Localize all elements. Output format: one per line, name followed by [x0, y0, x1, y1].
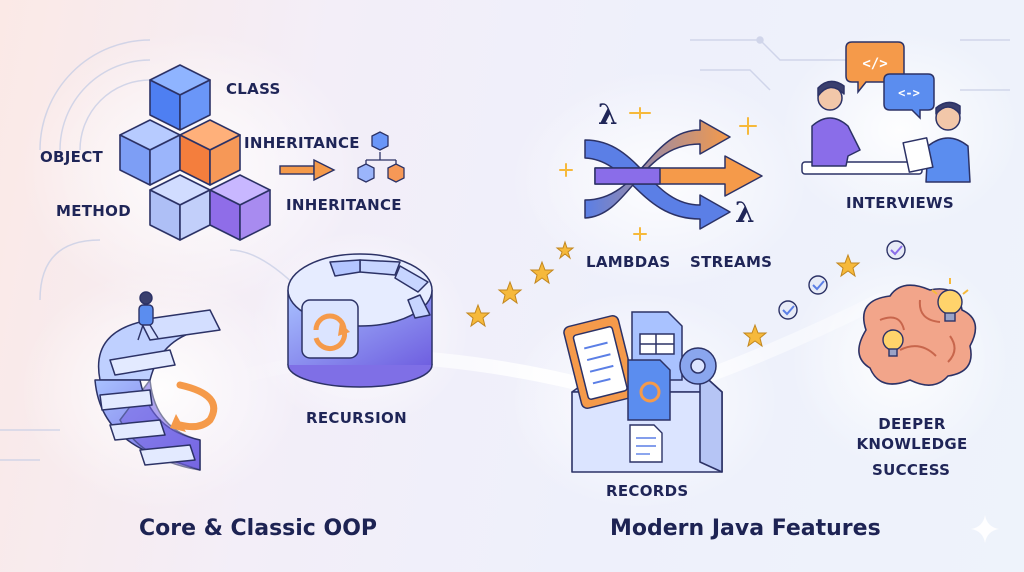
check-trail [778, 240, 906, 320]
clipboard-icon [563, 314, 637, 410]
deeper-knowledge-label: DEEPER KNOWLEDGE [856, 415, 968, 453]
inheritance-label-bottom: INHERITANCE [286, 196, 402, 214]
code-tag-text: </> [862, 56, 887, 72]
hierarchy-icon [357, 131, 405, 183]
star-icon [555, 240, 575, 260]
lambda-glyph: λ [735, 196, 755, 229]
streams-label: STREAMS [690, 253, 773, 271]
circuit-decoration [0, 36, 1010, 461]
star-icon [529, 260, 555, 285]
method-label: METHOD [56, 202, 131, 220]
chat-bubble-icon: </> <-> [845, 41, 935, 120]
sparkle-icon [971, 515, 999, 543]
recursion-spiral-icon [287, 253, 433, 388]
check-circle-icon [886, 240, 906, 260]
star-icon [742, 323, 768, 348]
lightbulb-icon [882, 278, 969, 357]
people-talking-icon [801, 80, 971, 183]
star-trail [465, 240, 861, 348]
lambdas-label: LAMBDAS [586, 253, 671, 271]
recursion-label: RECURSION [306, 409, 407, 427]
person-climbing-icon [137, 291, 159, 341]
inheritance-arrow-icon [279, 158, 336, 182]
document-icon [627, 359, 671, 421]
merging-arrows-icon [584, 119, 763, 230]
object-label: OBJECT [40, 148, 104, 166]
class-label: CLASS [226, 80, 281, 98]
spiral-staircase-icon [94, 309, 221, 471]
section-title-core-oop: Core & Classic OOP [139, 516, 378, 541]
star-icon [465, 303, 491, 328]
records-label: RECORDS [606, 482, 689, 500]
check-circle-icon [808, 275, 828, 295]
document-icon [629, 424, 663, 463]
curved-arrow-icon [170, 381, 218, 432]
interviews-label: INTERVIEWS [846, 194, 954, 212]
inheritance-label-top: INHERITANCE [244, 134, 360, 152]
cube-stack-icon [119, 64, 271, 241]
success-label: SUCCESS [872, 461, 951, 479]
star-icon [497, 280, 523, 305]
lambda-glyph: λ [598, 98, 618, 131]
check-circle-icon [778, 300, 798, 320]
star-icon [835, 253, 861, 278]
swap-arrows-text: <-> [898, 86, 920, 100]
sparkle-icon [559, 107, 757, 241]
gear-icon [679, 347, 717, 385]
section-title-modern-java: Modern Java Features [610, 516, 881, 541]
